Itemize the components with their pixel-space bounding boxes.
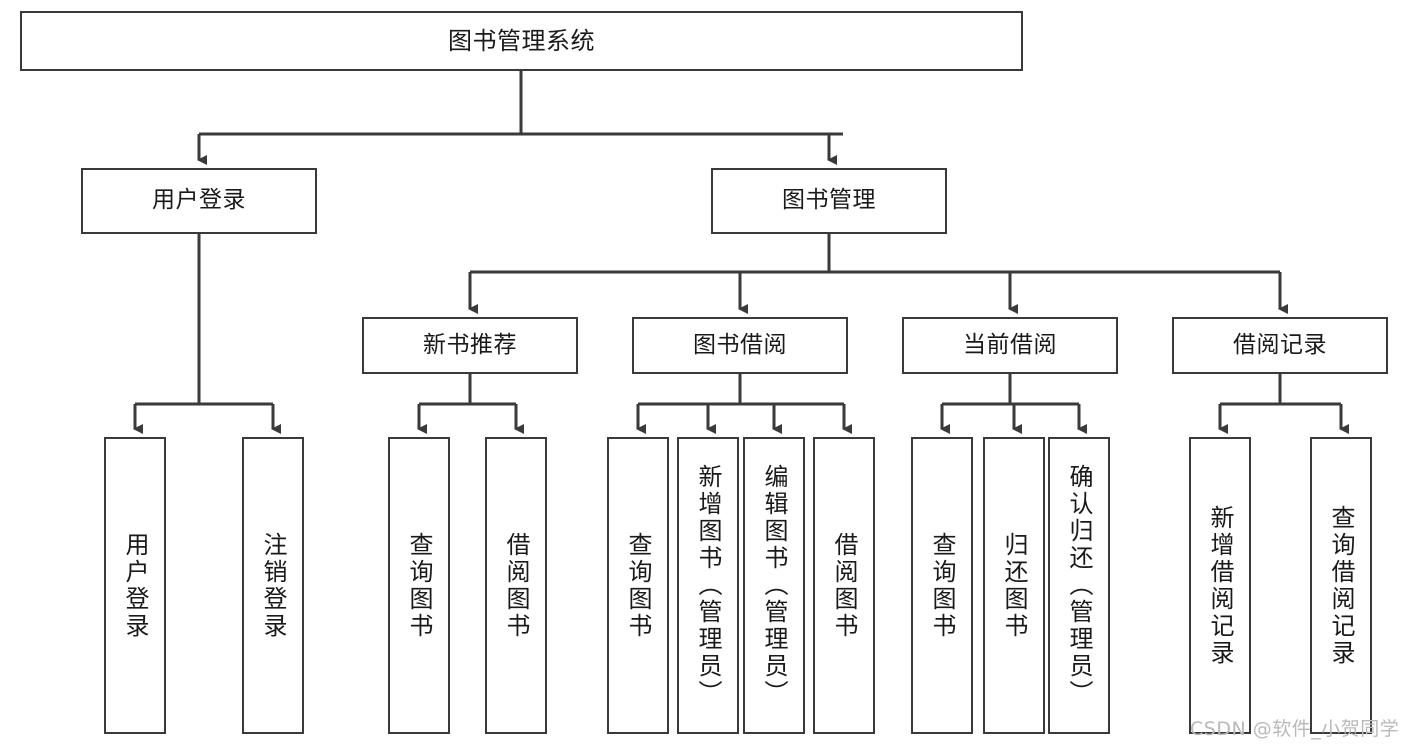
node-leaf-add-record[interactable]: 新增借阅记录 (1189, 437, 1251, 734)
node-root-label: 图书管理系统 (448, 26, 595, 55)
node-leaf-return-book-label: 归还图书 (1000, 531, 1028, 640)
node-leaf-query-book-3[interactable]: 查询图书 (911, 437, 973, 734)
node-borrow-record-label: 借阅记录 (1233, 331, 1327, 358)
node-book-manage-label: 图书管理 (782, 187, 876, 214)
node-leaf-query-book-2-label: 查询图书 (624, 531, 652, 640)
node-leaf-query-book-1[interactable]: 查询图书 (388, 437, 450, 734)
node-leaf-edit-book[interactable]: 编辑图书（管理员） (743, 437, 805, 734)
node-book-borrow-label: 图书借阅 (693, 331, 787, 358)
node-leaf-add-book[interactable]: 新增图书（管理员） (677, 437, 739, 734)
node-leaf-add-book-label: 新增图书（管理员） (694, 464, 722, 707)
node-leaf-confirm-return[interactable]: 确认归还（管理员） (1048, 437, 1110, 734)
node-book-manage[interactable]: 图书管理 (711, 168, 947, 234)
node-leaf-borrow-book-1[interactable]: 借阅图书 (485, 437, 547, 734)
node-leaf-logout-label: 注销登录 (259, 531, 287, 640)
node-leaf-borrow-book-2-label: 借阅图书 (830, 531, 858, 640)
node-leaf-edit-book-label: 编辑图书（管理员） (760, 464, 788, 707)
node-leaf-return-book[interactable]: 归还图书 (983, 437, 1045, 734)
node-user-login-label: 用户登录 (152, 187, 246, 214)
node-user-login[interactable]: 用户登录 (81, 168, 317, 234)
node-leaf-confirm-return-label: 确认归还（管理员） (1065, 464, 1093, 707)
node-leaf-query-book-1-label: 查询图书 (405, 531, 433, 640)
watermark: CSDN @软件_小贺同学 (1190, 718, 1400, 740)
node-leaf-borrow-book-1-label: 借阅图书 (502, 531, 530, 640)
node-leaf-query-book-2[interactable]: 查询图书 (607, 437, 669, 734)
node-new-book-recommend-label: 新书推荐 (423, 331, 517, 358)
node-leaf-query-record-label: 查询借阅记录 (1327, 504, 1355, 667)
node-leaf-user-login[interactable]: 用户登录 (104, 437, 166, 734)
node-leaf-user-login-label: 用户登录 (121, 531, 149, 640)
node-borrow-record[interactable]: 借阅记录 (1172, 317, 1388, 374)
node-current-borrow[interactable]: 当前借阅 (902, 317, 1118, 374)
node-current-borrow-label: 当前借阅 (963, 331, 1057, 358)
node-leaf-borrow-book-2[interactable]: 借阅图书 (813, 437, 875, 734)
node-new-book-recommend[interactable]: 新书推荐 (362, 317, 578, 374)
node-leaf-query-book-3-label: 查询图书 (928, 531, 956, 640)
node-leaf-query-record[interactable]: 查询借阅记录 (1310, 437, 1372, 734)
node-leaf-add-record-label: 新增借阅记录 (1206, 504, 1234, 667)
node-book-borrow[interactable]: 图书借阅 (632, 317, 848, 374)
node-leaf-logout[interactable]: 注销登录 (242, 437, 304, 734)
node-root[interactable]: 图书管理系统 (20, 11, 1023, 71)
